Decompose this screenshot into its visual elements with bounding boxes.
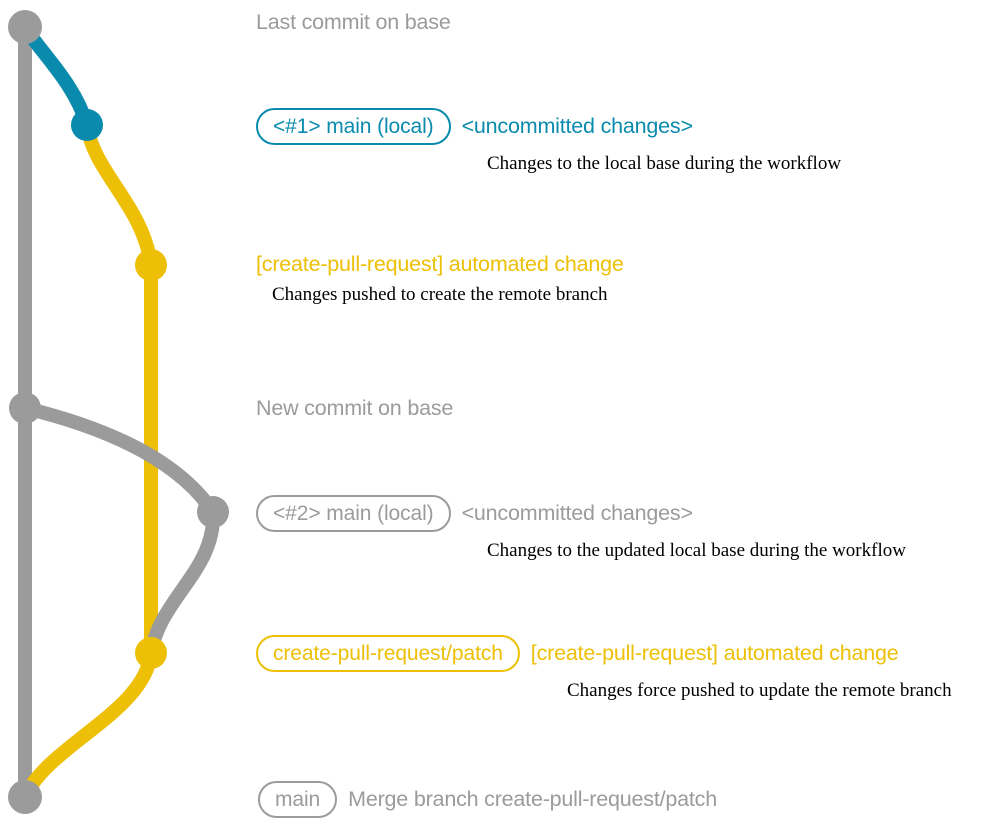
badge-main-local-2[interactable]: <#2> main (local)	[256, 495, 451, 532]
badge-main-local-1[interactable]: <#1> main (local)	[256, 108, 451, 145]
commit-node-local-2[interactable]	[197, 496, 229, 528]
row-new-commit-on-base: New commit on base	[256, 396, 454, 420]
badge-main[interactable]: main	[258, 781, 338, 818]
headline-uncommitted-changes-1: <uncommitted changes>	[461, 113, 693, 138]
row-merge: main Merge branch create-pull-request/pa…	[258, 781, 717, 818]
row-local-1: <#1> main (local) <uncommitted changes> …	[256, 108, 841, 173]
edge-patch2-to-merge-commit	[18, 646, 158, 804]
headline-merge-branch: Merge branch create-pull-request/patch	[348, 786, 717, 811]
headline-automated-change-1: [create-pull-request] automated change	[256, 252, 624, 276]
commit-node-local-1[interactable]	[71, 109, 103, 141]
description-local-2: Changes to the updated local base during…	[487, 540, 906, 561]
headline-automated-change-2: [create-pull-request] automated change	[530, 640, 899, 665]
row-automated-change-1: [create-pull-request] automated change C…	[256, 252, 624, 305]
row-local-2: <#2> main (local) <uncommitted changes> …	[256, 495, 906, 560]
commit-node-patch-1[interactable]	[135, 249, 167, 281]
badge-create-pull-request-patch[interactable]: create-pull-request/patch	[256, 635, 520, 672]
edge-base-to-merge	[18, 401, 220, 519]
commit-node-base-new[interactable]	[9, 392, 41, 424]
headline-new-commit-on-base: New commit on base	[256, 396, 454, 420]
commit-node-patch-2[interactable]	[135, 637, 167, 669]
description-automated-change-2: Changes force pushed to update the remot…	[567, 680, 952, 701]
headline-last-commit-on-base: Last commit on base	[256, 10, 451, 34]
description-automated-change-1: Changes pushed to create the remote bran…	[272, 283, 608, 305]
commit-nodes	[8, 10, 229, 814]
commit-node-base-last[interactable]	[8, 10, 42, 44]
commit-node-merge[interactable]	[8, 780, 42, 814]
row-last-commit-on-base: Last commit on base	[256, 10, 451, 34]
row-automated-change-2: create-pull-request/patch [create-pull-r…	[256, 635, 952, 700]
description-local-1: Changes to the local base during the wor…	[487, 153, 842, 174]
branch-graph	[8, 10, 229, 814]
edge-local1-to-patch1	[80, 118, 158, 272]
edge-merge-to-patch2	[144, 505, 221, 660]
headline-uncommitted-changes-2: <uncommitted changes>	[461, 500, 693, 525]
